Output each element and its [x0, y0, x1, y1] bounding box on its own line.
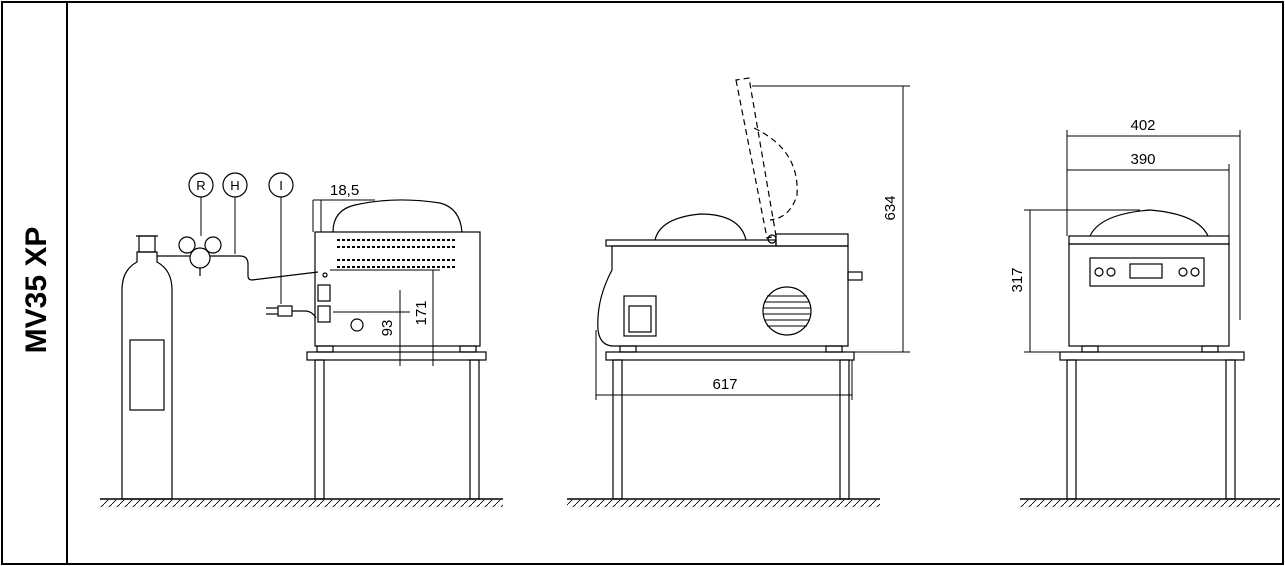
callout-r: R	[188, 172, 214, 236]
vacuum-machine-side-2	[597, 213, 863, 353]
dimension-390-label: 390	[1130, 151, 1155, 168]
floor-hatch	[100, 500, 503, 507]
power-cord	[266, 305, 317, 319]
gas-hose	[232, 255, 319, 281]
gas-cylinder	[121, 235, 176, 500]
floor-hatch-2	[567, 500, 880, 507]
front-view: 402 390 317	[1009, 117, 1280, 507]
dimension-18-5-label: 18,5	[330, 182, 359, 199]
callout-i: I	[268, 172, 294, 304]
side-view-with-gas: R H I	[100, 172, 503, 507]
dimension-617-label: 617	[712, 376, 737, 393]
table-side-1	[306, 351, 487, 500]
vacuum-machine-front	[1068, 209, 1230, 353]
table-side-2	[605, 351, 855, 500]
vacuum-machine-side-1	[314, 199, 481, 353]
dimension-617	[595, 330, 853, 400]
callout-r-label: R	[196, 178, 205, 193]
dimension-317-label: 317	[1009, 267, 1026, 292]
dimension-402-390	[1066, 130, 1241, 320]
dimension-402-label: 402	[1130, 117, 1155, 134]
dimension-634	[752, 85, 910, 353]
pressure-regulator	[176, 236, 232, 276]
side-view-lid-open: 634 617	[567, 77, 910, 507]
table-front	[1059, 351, 1245, 500]
vent-slots-side-1	[337, 239, 457, 268]
dimension-18-5	[312, 199, 375, 232]
floor-hatch-3	[1020, 500, 1280, 507]
model-label: MV35 XP	[20, 227, 53, 354]
dimension-93-171	[330, 269, 440, 366]
dimension-93-label: 93	[379, 320, 396, 337]
dimension-317	[1024, 209, 1140, 353]
callout-i-label: I	[279, 178, 283, 193]
dimension-634-label: 634	[882, 195, 899, 220]
callout-h-label: H	[230, 178, 239, 193]
callout-h: H	[222, 172, 248, 254]
dimension-171-label: 171	[413, 300, 430, 325]
fan-grille	[763, 295, 811, 327]
open-lid-outline	[735, 77, 798, 239]
